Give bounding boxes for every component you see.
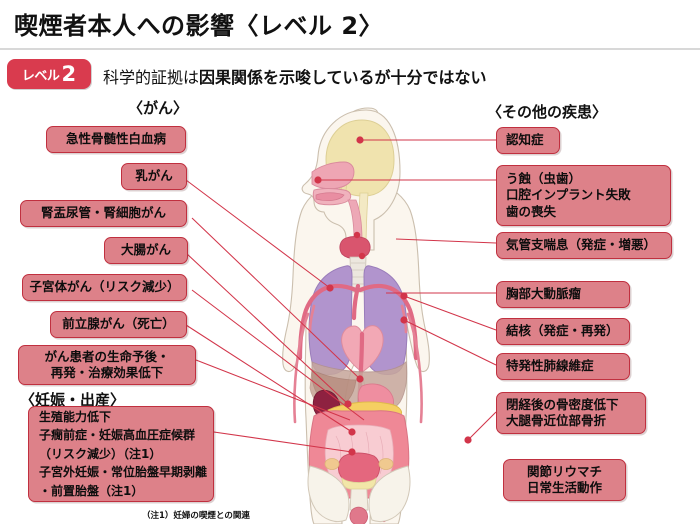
level-description: 科学的証拠は因果関係を示唆しているが十分ではない	[103, 64, 487, 88]
pregnancy-label-line3: （リスク減少）（注1）	[39, 446, 162, 461]
disease-label: 特発性肺線維症	[506, 358, 594, 374]
disease-label: 急性骨髄性白血病	[65, 131, 166, 147]
disease-label-line2: 大腿骨近位部骨折	[506, 413, 607, 428]
disease-box-acute-myeloid-leukemia[interactable]: 急性骨髄性白血病	[46, 126, 186, 153]
disease-box-dental[interactable]: う蝕（虫歯） 口腔インプラント失敗 歯の喪失	[496, 165, 671, 226]
page-title: 喫煙者本人への影響〈レベル 2〉	[14, 12, 384, 40]
disease-label: 大腸がん	[120, 242, 171, 258]
disease-label-line1: がん患者の生命予後・	[44, 348, 170, 364]
disease-box-breast-cancer[interactable]: 乳がん	[121, 163, 187, 190]
pregnancy-label-line5: ・前置胎盤（注1）	[39, 483, 144, 498]
disease-box-idiopathic-pulmonary-fibrosis[interactable]: 特発性肺線維症	[496, 353, 630, 380]
disease-label-line1: う蝕（虫歯）	[506, 170, 582, 186]
pregnancy-label-line2: 子癇前症・妊娠高血圧症候群	[39, 428, 196, 443]
disease-box-colorectal-cancer[interactable]: 大腸がん	[104, 237, 188, 264]
level-badge-label: レベル	[21, 68, 60, 84]
human-body-illustration	[282, 107, 430, 524]
disease-box-endometrial-cancer[interactable]: 子宮体がん（リスク減少）	[22, 274, 187, 301]
disease-box-thoracic-aortic-aneurysm[interactable]: 胸部大動脈瘤	[496, 281, 630, 308]
disease-label-line1: 閉経後の骨密度低下	[506, 396, 619, 412]
disease-label: 乳がん	[135, 168, 173, 184]
section-heading-pregnancy: 〈妊娠・出産〉	[20, 391, 126, 409]
disease-label-line3: 歯の喪失	[506, 203, 557, 219]
pelvis-bones	[307, 465, 411, 523]
level-badge-number: 2	[61, 61, 77, 86]
disease-label: 気管支喘息（発症・増悪）	[506, 237, 657, 253]
level-badge: レベル 2	[7, 59, 91, 89]
disease-box-renal-pelvis-ureter-renal-cell-cancer[interactable]: 腎盂尿管・腎細胞がん	[20, 200, 187, 227]
footnote-text: （注1）妊婦の喫煙との関連	[142, 511, 250, 521]
disease-label: 胸部大動脈瘤	[506, 286, 582, 302]
disease-label: 前立腺がん（死亡）	[62, 316, 175, 332]
disease-box-dementia[interactable]: 認知症	[496, 127, 560, 154]
disease-box-prostate-cancer[interactable]: 前立腺がん（死亡）	[50, 311, 187, 338]
disease-label-line2: 日常生活動作	[526, 480, 602, 495]
pregnancy-label-line1: 生殖能力低下	[39, 409, 112, 424]
level-description-emphasis: 因果関係を示唆しているが十分ではない	[199, 68, 487, 87]
pregnancy-label-line4: 子宮外妊娠・常位胎盤早期剥離	[39, 465, 208, 480]
disease-box-rheumatoid-arthritis-adl[interactable]: 関節リウマチ 日常生活動作	[503, 459, 626, 501]
section-heading-cancer: 〈がん〉	[128, 99, 189, 117]
disease-label: 腎盂尿管・腎細胞がん	[40, 205, 166, 221]
level-description-prefix: 科学的証拠は	[103, 68, 200, 87]
disease-box-tuberculosis[interactable]: 結核（発症・再発）	[496, 318, 630, 345]
disease-label-line1: 関節リウマチ	[526, 463, 602, 479]
header-divider	[0, 48, 700, 50]
section-heading-other-diseases: 〈その他の疾患〉	[487, 103, 608, 121]
disease-box-pregnancy-childbirth[interactable]: 生殖能力低下 子癇前症・妊娠高血圧症候群 （リスク減少）（注1） 子宮外妊娠・常…	[28, 406, 214, 502]
uterus-ovaries	[324, 452, 394, 524]
disease-box-bone-density-fracture[interactable]: 閉経後の骨密度低下 大腿骨近位部骨折	[496, 392, 646, 434]
disease-box-bronchial-asthma[interactable]: 気管支喘息（発症・増悪）	[496, 232, 672, 259]
disease-box-cancer-prognosis[interactable]: がん患者の生命予後・ 再発・治療効果低下	[18, 345, 196, 385]
disease-label-line2: 再発・治療効果低下	[50, 365, 164, 380]
disease-label: 子宮体がん（リスク減少）	[29, 279, 180, 295]
disease-label-line2: 口腔インプラント失敗	[506, 187, 631, 203]
disease-label: 結核（発症・再発）	[506, 323, 619, 339]
disease-label: 認知症	[506, 132, 544, 148]
